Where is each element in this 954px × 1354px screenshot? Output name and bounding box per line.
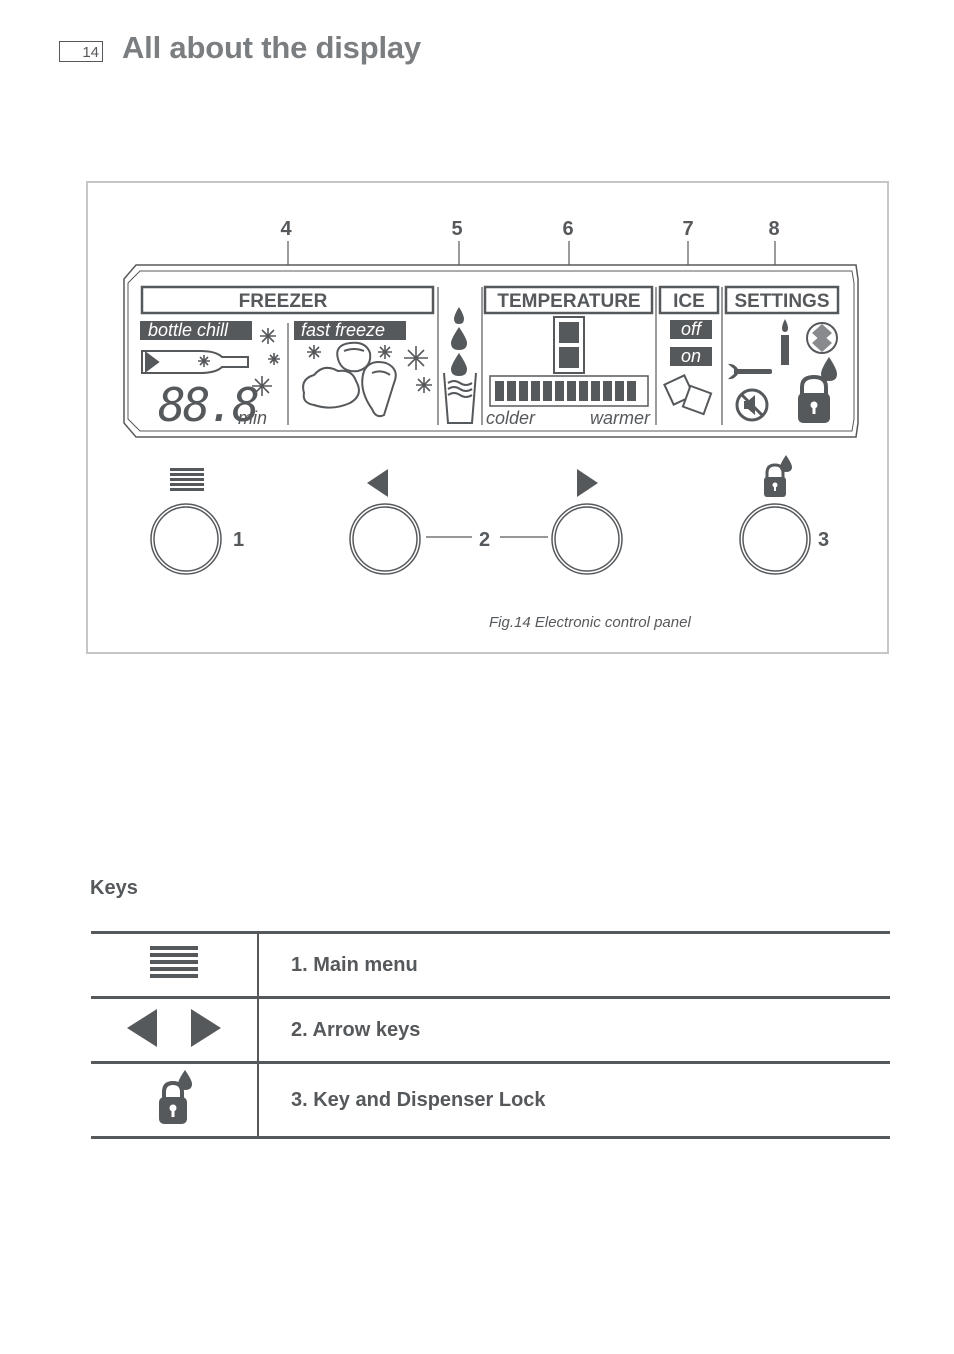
ice-label: ICE: [673, 291, 705, 312]
arrow-right-button[interactable]: [551, 503, 623, 575]
water-drop-icon: [821, 357, 837, 381]
key-label: 2. Arrow keys: [291, 1018, 421, 1041]
button-1-label: 1: [233, 529, 244, 551]
key-icon-cell: [91, 932, 259, 998]
glass-icon: [443, 372, 477, 424]
food-icon: [302, 341, 397, 418]
bottle-icon: [141, 350, 249, 374]
colder-label: colder: [486, 408, 536, 428]
temperature-bar-gauge: [489, 375, 649, 407]
arrow-left-button[interactable]: [349, 503, 421, 575]
page-number: 14: [59, 41, 103, 62]
temperature-label: TEMPERATURE: [497, 291, 640, 312]
water-dispenser-icon: [451, 307, 467, 376]
table-row: 1. Main menu: [91, 932, 890, 998]
snowflake-icon: [268, 353, 280, 365]
min-label: min: [238, 408, 267, 428]
freezer-label: FREEZER: [239, 291, 328, 312]
wrench-icon: [728, 363, 772, 380]
arrow-right-icon: [577, 469, 598, 497]
alarm-mute-icon: [735, 388, 769, 422]
arrow-keys-icon: [127, 1008, 221, 1047]
figure-caption: Fig.14 Electronic control panel: [489, 614, 691, 631]
keys-table: 1. Main menu 2. Arrow keys 3. Key and Di…: [91, 931, 890, 1139]
ice-off-label: off: [681, 319, 703, 339]
main-menu-button[interactable]: [150, 503, 222, 575]
table-row: 2. Arrow keys: [91, 997, 890, 1063]
control-panel-diagram: 4 5 6 7 8 FREEZER: [123, 218, 859, 631]
control-panel-figure: 4 5 6 7 8 FREEZER: [86, 181, 889, 654]
snowflake-icon: [416, 377, 432, 393]
snowflake-icon: [252, 376, 272, 396]
snowflake-icon: [378, 345, 392, 359]
bottle-chill-label: bottle chill: [148, 320, 229, 340]
lock-button[interactable]: [739, 503, 811, 575]
ice-cubes-icon: [663, 374, 713, 416]
settings-label: SETTINGS: [734, 291, 829, 312]
warmer-label: warmer: [590, 408, 651, 428]
callout-7: 7: [682, 218, 693, 240]
menu-icon: [150, 945, 198, 978]
button-3-label: 3: [818, 529, 829, 551]
callout-6: 6: [562, 218, 573, 240]
arrow-left-icon: [367, 469, 388, 497]
gauge-segments: [495, 381, 636, 401]
key-label: 3. Key and Dispenser Lock: [291, 1088, 546, 1111]
table-row: 3. Key and Dispenser Lock: [91, 1062, 890, 1138]
menu-icon: [170, 468, 204, 491]
page-title: All about the display: [122, 30, 421, 65]
lock-droplet-icon: [159, 1069, 192, 1124]
button-2-label: 2: [479, 529, 490, 551]
snowflake-icon: [260, 328, 276, 344]
fridge-icon: [553, 316, 585, 374]
snowflake-icon: [198, 355, 210, 367]
callout-5: 5: [451, 218, 462, 240]
filter-status-icon: [806, 322, 838, 354]
snowflake-icon: [307, 345, 321, 359]
digit-readout: 88.8: [158, 378, 258, 432]
key-label: 1. Main menu: [291, 953, 418, 976]
lock-droplet-icon: [764, 455, 792, 497]
key-icon-cell: [91, 1062, 259, 1138]
ice-on-label: on: [681, 346, 701, 366]
lock-icon: [798, 374, 830, 423]
fast-freeze-label: fast freeze: [301, 320, 385, 340]
keys-heading: Keys: [90, 877, 138, 899]
filter-candle-icon: [781, 319, 789, 365]
snowflake-icon: [404, 346, 428, 370]
key-icon-cell: [91, 997, 259, 1063]
callout-4: 4: [280, 218, 292, 240]
callout-8: 8: [768, 218, 779, 240]
